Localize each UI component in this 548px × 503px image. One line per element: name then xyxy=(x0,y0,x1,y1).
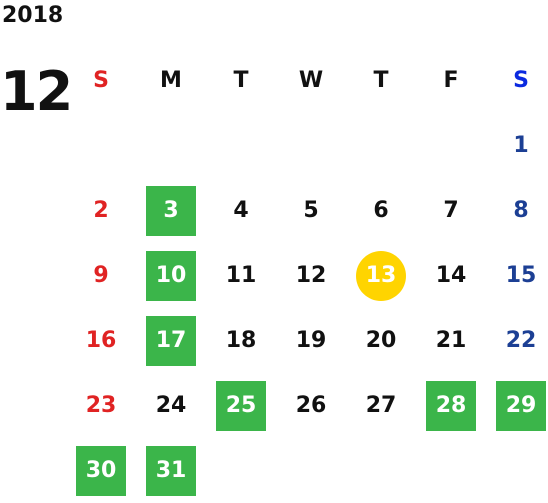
day-number: 2 xyxy=(93,198,109,223)
day-cell xyxy=(416,113,486,178)
day-number: 28 xyxy=(435,393,467,418)
day-cell-highlighted[interactable]: 3 xyxy=(136,178,206,243)
year-label: 2018 xyxy=(2,3,64,28)
day-cell[interactable]: 27 xyxy=(346,373,416,438)
month-label: 12 xyxy=(0,60,73,123)
day-cell[interactable]: 20 xyxy=(346,308,416,373)
day-cell-highlighted[interactable]: 31 xyxy=(136,438,206,503)
weekday-thursday: T xyxy=(373,68,389,93)
day-number: 6 xyxy=(373,198,389,223)
day-number: 9 xyxy=(93,263,109,288)
day-cell[interactable]: 7 xyxy=(416,178,486,243)
day-number: 11 xyxy=(225,263,257,288)
day-number: 19 xyxy=(295,328,327,353)
day-cell[interactable]: 15 xyxy=(486,243,548,308)
day-number: 10 xyxy=(155,263,187,288)
day-cell-highlighted[interactable]: 17 xyxy=(136,308,206,373)
day-number: 23 xyxy=(85,393,117,418)
day-number: 8 xyxy=(513,198,529,223)
day-number: 4 xyxy=(233,198,249,223)
day-cell-highlighted[interactable]: 28 xyxy=(416,373,486,438)
day-cell[interactable]: 8 xyxy=(486,178,548,243)
day-cell-highlighted[interactable]: 25 xyxy=(206,373,276,438)
weekday-saturday: S xyxy=(513,68,529,93)
day-number: 30 xyxy=(85,458,117,483)
day-cell[interactable]: 12 xyxy=(276,243,346,308)
day-number: 29 xyxy=(505,393,537,418)
day-cell xyxy=(276,113,346,178)
day-number: 13 xyxy=(365,263,397,288)
day-cell-highlighted[interactable]: 29 xyxy=(486,373,548,438)
day-number: 18 xyxy=(225,328,257,353)
day-number: 21 xyxy=(435,328,467,353)
weekday-tuesday: T xyxy=(233,68,249,93)
day-cell[interactable]: 4 xyxy=(206,178,276,243)
day-cell[interactable]: 22 xyxy=(486,308,548,373)
day-number: 14 xyxy=(435,263,467,288)
day-cell xyxy=(206,438,276,503)
day-number: 31 xyxy=(155,458,187,483)
day-number: 26 xyxy=(295,393,327,418)
day-cell[interactable]: 1 xyxy=(486,113,548,178)
day-cell xyxy=(346,113,416,178)
day-cell[interactable]: 26 xyxy=(276,373,346,438)
day-cell-today[interactable]: 13 xyxy=(346,243,416,308)
day-cell[interactable]: 24 xyxy=(136,373,206,438)
weekday-wednesday: W xyxy=(298,68,324,93)
day-number: 24 xyxy=(155,393,187,418)
day-cell xyxy=(276,438,346,503)
day-number: 27 xyxy=(365,393,397,418)
day-cell[interactable]: 23 xyxy=(66,373,136,438)
weekday-monday: M xyxy=(160,68,182,93)
day-cell[interactable]: 14 xyxy=(416,243,486,308)
day-cell-highlighted[interactable]: 10 xyxy=(136,243,206,308)
day-number: 7 xyxy=(443,198,459,223)
weekday-friday: F xyxy=(443,68,459,93)
day-cell[interactable]: 6 xyxy=(346,178,416,243)
day-cell xyxy=(346,438,416,503)
day-number: 25 xyxy=(225,393,257,418)
day-cell xyxy=(206,113,276,178)
day-number: 20 xyxy=(365,328,397,353)
day-cell[interactable]: 16 xyxy=(66,308,136,373)
day-number: 1 xyxy=(513,133,529,158)
day-cell[interactable]: 19 xyxy=(276,308,346,373)
day-number: 3 xyxy=(163,198,179,223)
day-number: 16 xyxy=(85,328,117,353)
day-cell xyxy=(416,438,486,503)
day-cell-highlighted[interactable]: 30 xyxy=(66,438,136,503)
calendar-grid: S M T W T F S 1 2 3 4 5 6 7 8 9 10 11 12… xyxy=(66,48,548,503)
day-cell[interactable]: 18 xyxy=(206,308,276,373)
day-cell[interactable]: 21 xyxy=(416,308,486,373)
weekday-sunday: S xyxy=(93,68,109,93)
day-number: 12 xyxy=(295,263,327,288)
day-number: 17 xyxy=(155,328,187,353)
day-cell[interactable]: 5 xyxy=(276,178,346,243)
day-cell[interactable]: 9 xyxy=(66,243,136,308)
day-cell xyxy=(66,113,136,178)
day-cell[interactable]: 2 xyxy=(66,178,136,243)
day-number: 5 xyxy=(303,198,319,223)
day-cell xyxy=(486,438,548,503)
day-number: 15 xyxy=(505,263,537,288)
day-cell[interactable]: 11 xyxy=(206,243,276,308)
day-cell xyxy=(136,113,206,178)
day-number: 22 xyxy=(505,328,537,353)
